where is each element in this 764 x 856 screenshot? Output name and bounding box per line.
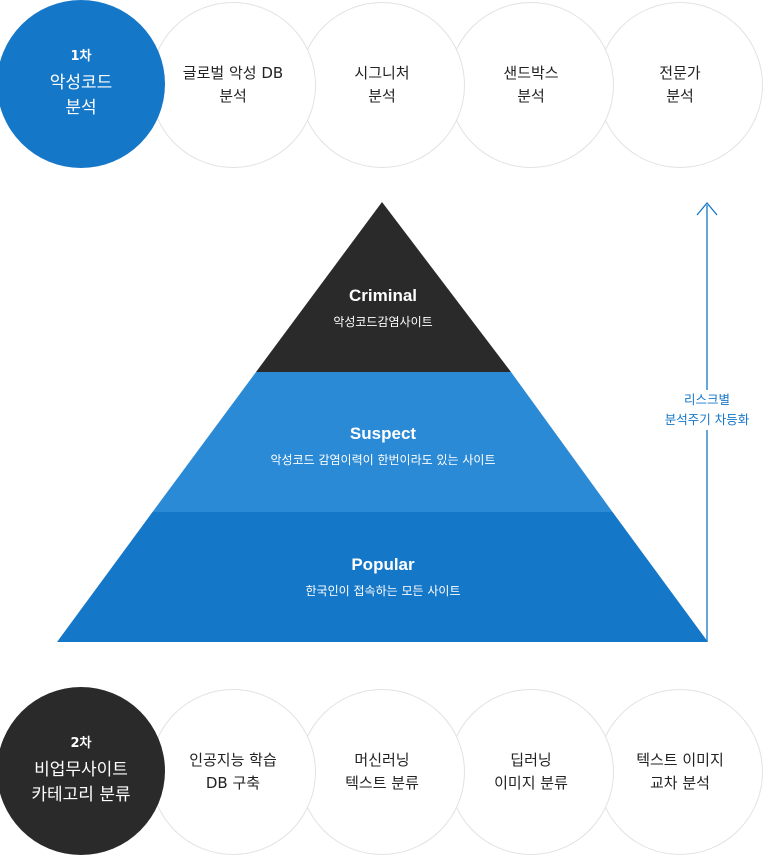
pyramid-suspect-title: Suspect [349,424,417,443]
bottom-item-4: 텍스트 이미지 교차 분석 [597,689,763,855]
pyramid-popular-title: Popular [351,555,415,574]
top-item-label: 글로벌 악성 DB 분석 [182,64,284,105]
risk-arrow-head-icon [696,201,718,216]
bottom-item-label: 머신러닝 텍스트 분류 [345,751,419,792]
top-item-label: 시그니처 분석 [354,64,410,105]
top-lead-step: 1차 [70,49,92,64]
bottom-item-2: 머신러닝 텍스트 분류 [299,689,465,855]
pyramid-criminal-desc: 악성코드감염사이트 [333,315,433,329]
pyramid-popular-desc: 한국인이 접속하는 모든 사이트 [305,584,461,598]
pyramid-criminal-text: Criminal 악성코드감염사이트 [58,285,708,331]
top-item-1: 글로벌 악성 DB 분석 [150,2,316,168]
pyramid-suspect-desc: 악성코드 감염이력이 한번이라도 있는 사이트 [270,453,496,467]
pyramid-level-suspect [152,372,613,512]
top-item-3: 샌드박스 분석 [448,2,614,168]
top-item-4: 전문가 분석 [597,2,763,168]
pyramid-popular-text: Popular 한국인이 접속하는 모든 사이트 [58,554,708,600]
pyramid-level-popular [57,512,708,642]
bottom-item-label: 인공지능 학습 DB 구축 [189,751,277,792]
top-lead-circle: 1차 악성코드 분석 [0,0,165,168]
bottom-lead-step: 2차 [70,736,92,751]
pyramid-level-criminal [256,202,511,372]
bottom-item-1: 인공지능 학습 DB 구축 [150,689,316,855]
pyramid-suspect-text: Suspect 악성코드 감염이력이 한번이라도 있는 사이트 [58,423,708,469]
bottom-item-label: 딥러닝 이미지 분류 [494,751,568,792]
bottom-lead-circle: 2차 비업무사이트 카테고리 분류 [0,687,165,855]
risk-arrow-label: 리스크별 분석주기 차등화 [641,390,764,430]
bottom-lead-title: 비업무사이트 카테고리 분류 [31,760,131,805]
top-lead-title: 악성코드 분석 [49,73,113,118]
pyramid-criminal-title: Criminal [348,286,418,305]
bottom-item-3: 딥러닝 이미지 분류 [448,689,614,855]
top-item-2: 시그니처 분석 [299,2,465,168]
top-item-label: 전문가 분석 [659,64,701,105]
bottom-item-label: 텍스트 이미지 교차 분석 [636,751,724,792]
top-item-label: 샌드박스 분석 [503,64,559,105]
